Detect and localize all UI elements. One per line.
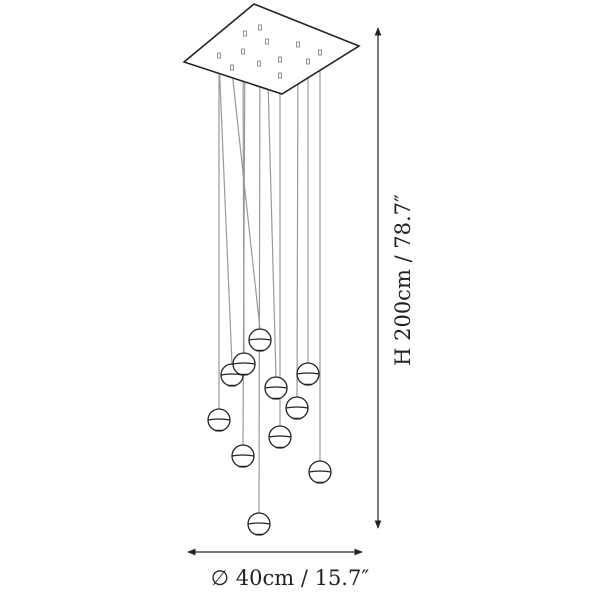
cable-holder (296, 41, 300, 48)
cable-holder (318, 49, 322, 56)
pendant-globe (296, 362, 320, 386)
cable-holder (217, 52, 221, 59)
pendant-globe (248, 328, 272, 352)
pendant-globe (232, 352, 256, 376)
pendant-globe (264, 376, 288, 400)
pendant-globe (231, 444, 255, 468)
cable-holder (278, 56, 282, 63)
pendant-globe (268, 425, 292, 449)
cables (218, 30, 321, 514)
pendant-globes (207, 328, 332, 536)
cable-holder (257, 60, 261, 67)
pendant-globe (207, 408, 231, 432)
cable-holder (241, 48, 245, 55)
canopy (182, 3, 361, 95)
cable (296, 47, 299, 398)
pendant-globe (308, 460, 332, 484)
cable (218, 58, 233, 365)
diameter-label: ∅ 40cm / 15.7″ (211, 566, 370, 590)
height-label: H 200cm / 78.7″ (391, 194, 415, 366)
cable-holder (243, 30, 247, 37)
cable-holder (278, 72, 282, 79)
cable (266, 44, 277, 378)
cable-holder (230, 64, 234, 71)
pendant-globe (247, 512, 271, 536)
cable-holder (306, 58, 310, 65)
cable (231, 70, 261, 330)
cable (258, 30, 261, 514)
cable-holder (258, 24, 262, 31)
canopy-pins (217, 24, 322, 79)
cable-holder (265, 38, 269, 45)
pendant-globe (285, 396, 309, 420)
